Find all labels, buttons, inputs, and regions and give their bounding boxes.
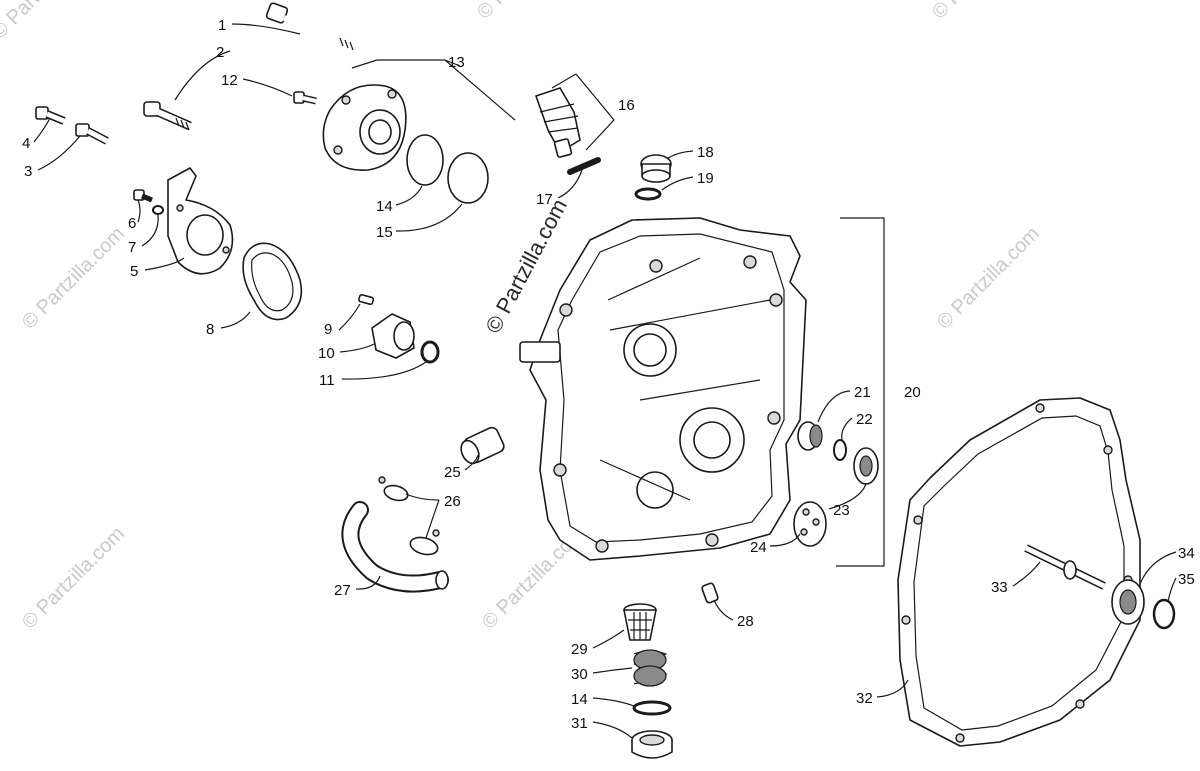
callout-33: 33 — [991, 579, 1008, 596]
callout-27: 27 — [334, 582, 351, 599]
callout-28: 28 — [737, 613, 754, 630]
seal-16 — [535, 87, 581, 158]
pump-housing-13 — [322, 84, 407, 171]
callout-24: 24 — [750, 539, 767, 556]
bolt-1 — [265, 2, 358, 51]
strainer-29 — [623, 603, 657, 641]
callout-4: 4 — [22, 135, 30, 152]
dowel-28 — [701, 582, 719, 604]
callout-32: 32 — [856, 690, 873, 707]
impeller-10 — [371, 313, 415, 359]
callout-12: 12 — [221, 72, 238, 89]
callout-7: 7 — [128, 239, 136, 256]
snap-ring-35 — [1152, 598, 1176, 630]
leader-lines — [33, 23, 1177, 739]
parts-drawings — [35, 2, 1176, 759]
pump-cover-5 — [167, 167, 234, 275]
watermark-text: © Partzilla.com — [0, 0, 99, 44]
callout-2: 2 — [216, 44, 224, 61]
callout-26: 26 — [444, 493, 461, 510]
watermark-text: © Partzilla.com — [18, 223, 129, 334]
callout-10: 10 — [318, 345, 335, 362]
callout-19: 19 — [697, 170, 714, 187]
bearing-34 — [1111, 579, 1145, 625]
bolt-4 — [35, 106, 66, 125]
washer-7 — [152, 205, 164, 215]
bolt-2 — [143, 101, 192, 131]
bolt-12 — [293, 91, 317, 105]
pin-9 — [358, 293, 375, 306]
watermark-text: © Partzilla.com — [18, 523, 129, 634]
callout-1: 1 — [218, 17, 226, 34]
gasket-8 — [242, 242, 303, 321]
callout-15: 15 — [376, 224, 393, 241]
callout-20: 20 — [904, 384, 921, 401]
plug-18 — [640, 154, 672, 183]
crankcase-cover-20 — [519, 217, 807, 561]
callout-3: 3 — [24, 163, 32, 180]
o-ring-14-top — [406, 134, 444, 186]
callout-11: 11 — [319, 372, 335, 389]
watermark-text: © Partzilla.com — [473, 0, 584, 24]
pin-17 — [567, 157, 601, 175]
watermark-text: © Partzilla.com — [933, 223, 1044, 334]
callout-29: 29 — [571, 641, 588, 658]
bearing-23 — [853, 447, 879, 485]
callout-8: 8 — [206, 321, 214, 338]
sleeve-25 — [460, 426, 505, 465]
spring-30 — [633, 649, 668, 687]
callout-5: 5 — [130, 263, 138, 280]
cap-31 — [631, 730, 673, 759]
callout-21: 21 — [854, 384, 871, 401]
callout-17: 17 — [536, 191, 553, 208]
callout-22: 22 — [856, 411, 873, 428]
callout-34: 34 — [1178, 545, 1195, 562]
o-ring-19 — [634, 187, 662, 201]
screw-6 — [133, 189, 153, 203]
o-ring-15 — [447, 152, 489, 204]
clamps-26 — [378, 476, 440, 556]
callout-14-top: 14 — [376, 198, 393, 215]
callout-23: 23 — [833, 502, 850, 519]
callout-9: 9 — [324, 321, 332, 338]
o-ring-14-bottom — [632, 700, 672, 716]
seal-11 — [420, 340, 440, 364]
callout-25: 25 — [444, 464, 461, 481]
bolt-3 — [75, 123, 109, 145]
callout-14-bottom: 14 — [571, 691, 588, 708]
callout-18: 18 — [697, 144, 714, 161]
watermark-layer: © Partzilla.com © Partzilla.com © Partzi… — [0, 0, 1044, 634]
callout-6: 6 — [128, 215, 136, 232]
callout-35: 35 — [1178, 571, 1195, 588]
cap-24 — [793, 501, 827, 547]
callout-31: 31 — [571, 715, 588, 732]
callout-16: 16 — [618, 97, 635, 114]
seal-21 — [797, 421, 823, 451]
callout-30: 30 — [571, 666, 588, 683]
callout-labels: 1 2 12 13 4 3 6 7 5 8 9 10 11 14 15 16 1… — [22, 17, 1195, 732]
gasket-32 — [897, 397, 1141, 747]
watermark-text: © Partzilla.com — [928, 0, 1039, 24]
callout-13: 13 — [448, 54, 465, 71]
washer-22 — [833, 439, 847, 461]
shaft-33 — [1024, 544, 1106, 590]
